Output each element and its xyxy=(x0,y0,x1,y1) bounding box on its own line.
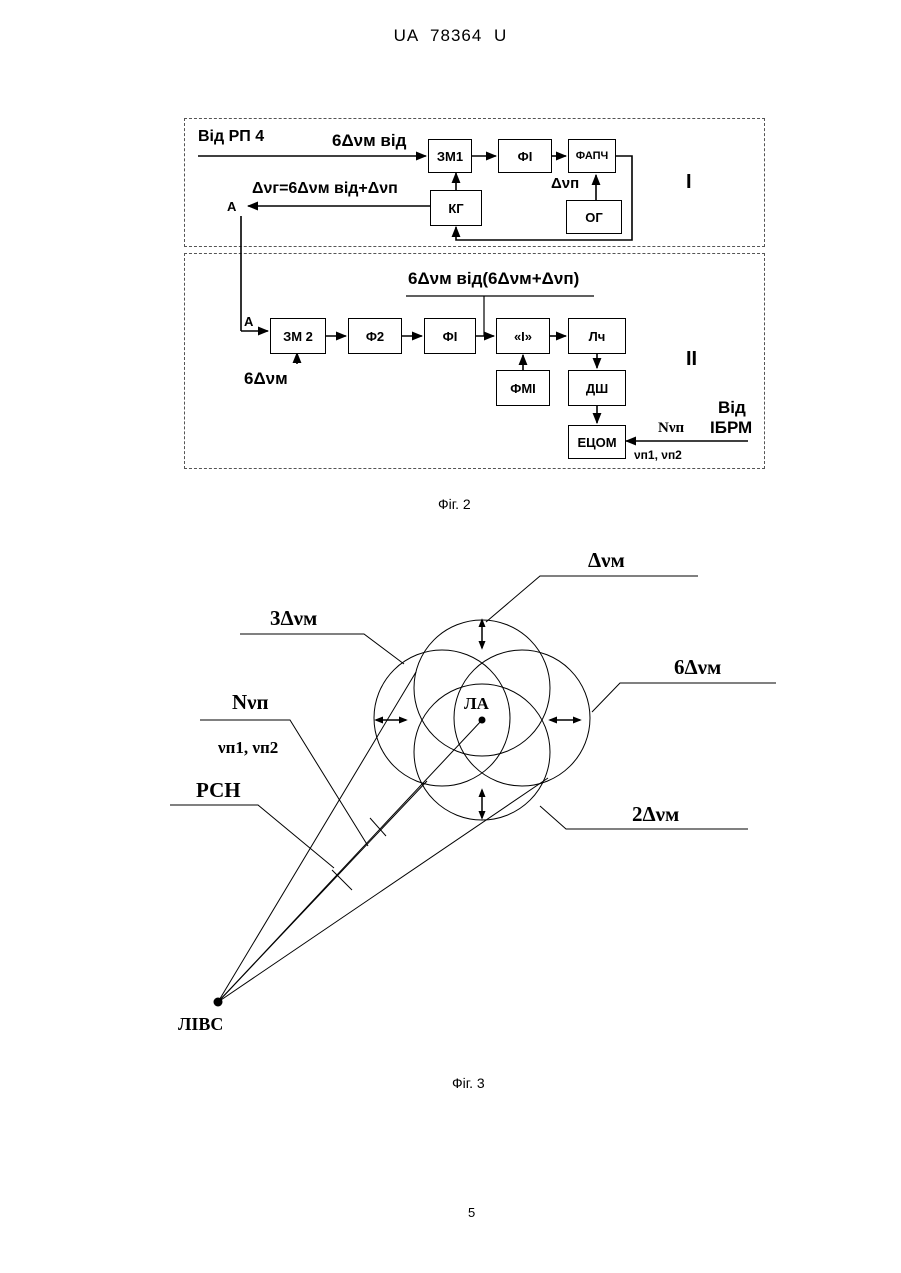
label-2dvm: 2Δνм xyxy=(632,802,679,827)
label-vp12: νп1, νп2 xyxy=(218,738,278,758)
label-livs: ЛІВС xyxy=(178,1014,223,1035)
label-3dvm: 3Δνм xyxy=(270,606,317,631)
label-nvp: Nνп xyxy=(232,690,269,715)
figure-3-caption: Фіг. 3 xyxy=(452,1075,485,1091)
page-number: 5 xyxy=(468,1205,475,1220)
label-rsn: РСН xyxy=(196,778,241,803)
label-dvm: Δνм xyxy=(588,548,625,573)
label-6dvm: 6Δνм xyxy=(674,655,721,680)
label-la: ЛА xyxy=(464,694,489,714)
